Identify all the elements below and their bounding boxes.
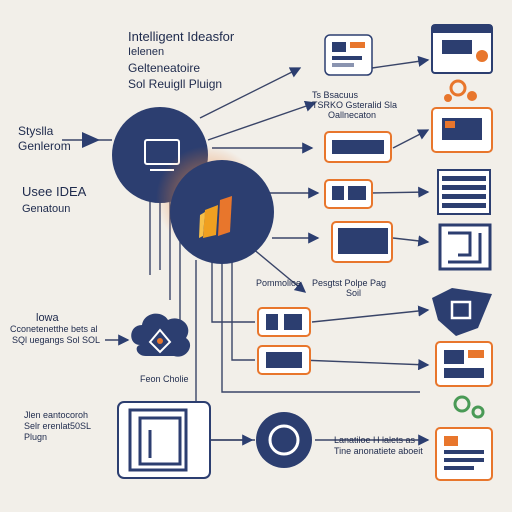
left-mid-1: lowa [36,312,59,324]
title-line-3: Gelteneatoire [128,61,201,75]
app-window-icon [324,34,373,76]
gears-icon [453,395,485,419]
title-line-1: Intelligent Ideasfor [128,29,235,44]
bottom-right-2: Tine anonatiete aboeit [334,446,423,456]
title-line-4: Sol Reuigll Pluign [128,77,223,91]
cloud-network-icon [131,313,191,357]
orange-decor-icon [444,79,477,102]
middle-box-2 [324,179,373,209]
document-frame-icon [117,401,211,479]
bottom-right-1: Lanatiloe H lalets as [334,435,416,445]
pointer-arrow-icon [82,132,100,148]
left-mid-2: Cconetenetthe bets al [10,324,98,334]
bottom-left-2: Selr erenlat50SL [24,421,92,431]
maze-icon [438,223,492,271]
mid-right-2: TSRKO Gsteralid Sla [312,100,398,110]
center-label-1: Pommolioe [256,278,302,288]
left-label-1: Styslla [18,124,54,138]
browser-window-icon [431,24,493,74]
left-label-2: Genlerom [18,139,71,153]
bottom-left-3: Plugn [24,432,48,442]
logo-circle-node [156,146,274,264]
mid-right-3: Oallnecaton [328,110,377,120]
title-line-2: Ielenen [128,46,165,58]
left-label-3: Usee IDEA [22,184,87,199]
center-label-2: Pesgtst Polpe Pag [312,278,387,288]
mid-right-1: Ts Bsacuus [312,90,359,100]
bottom-left-1: Jlen eantocoroh [24,410,89,420]
middle-box-3 [331,221,393,263]
middle-box-5 [257,345,311,375]
left-mid-3: SQl uegangs Sol SOL [12,335,101,345]
list-document-icon [437,169,491,215]
intellij-logo-icon [199,196,232,238]
right-card-2 [435,341,493,387]
round-node-icon [256,412,312,468]
left-label-4: Genatoun [22,203,71,215]
right-card-1 [431,107,493,153]
right-card-3 [435,427,493,481]
middle-box-4 [257,307,311,337]
center-label-3: Soil [346,288,362,298]
left-mid-4: Feon Cholie [140,374,189,384]
middle-box-1 [324,131,392,163]
shield-icon [432,288,492,336]
